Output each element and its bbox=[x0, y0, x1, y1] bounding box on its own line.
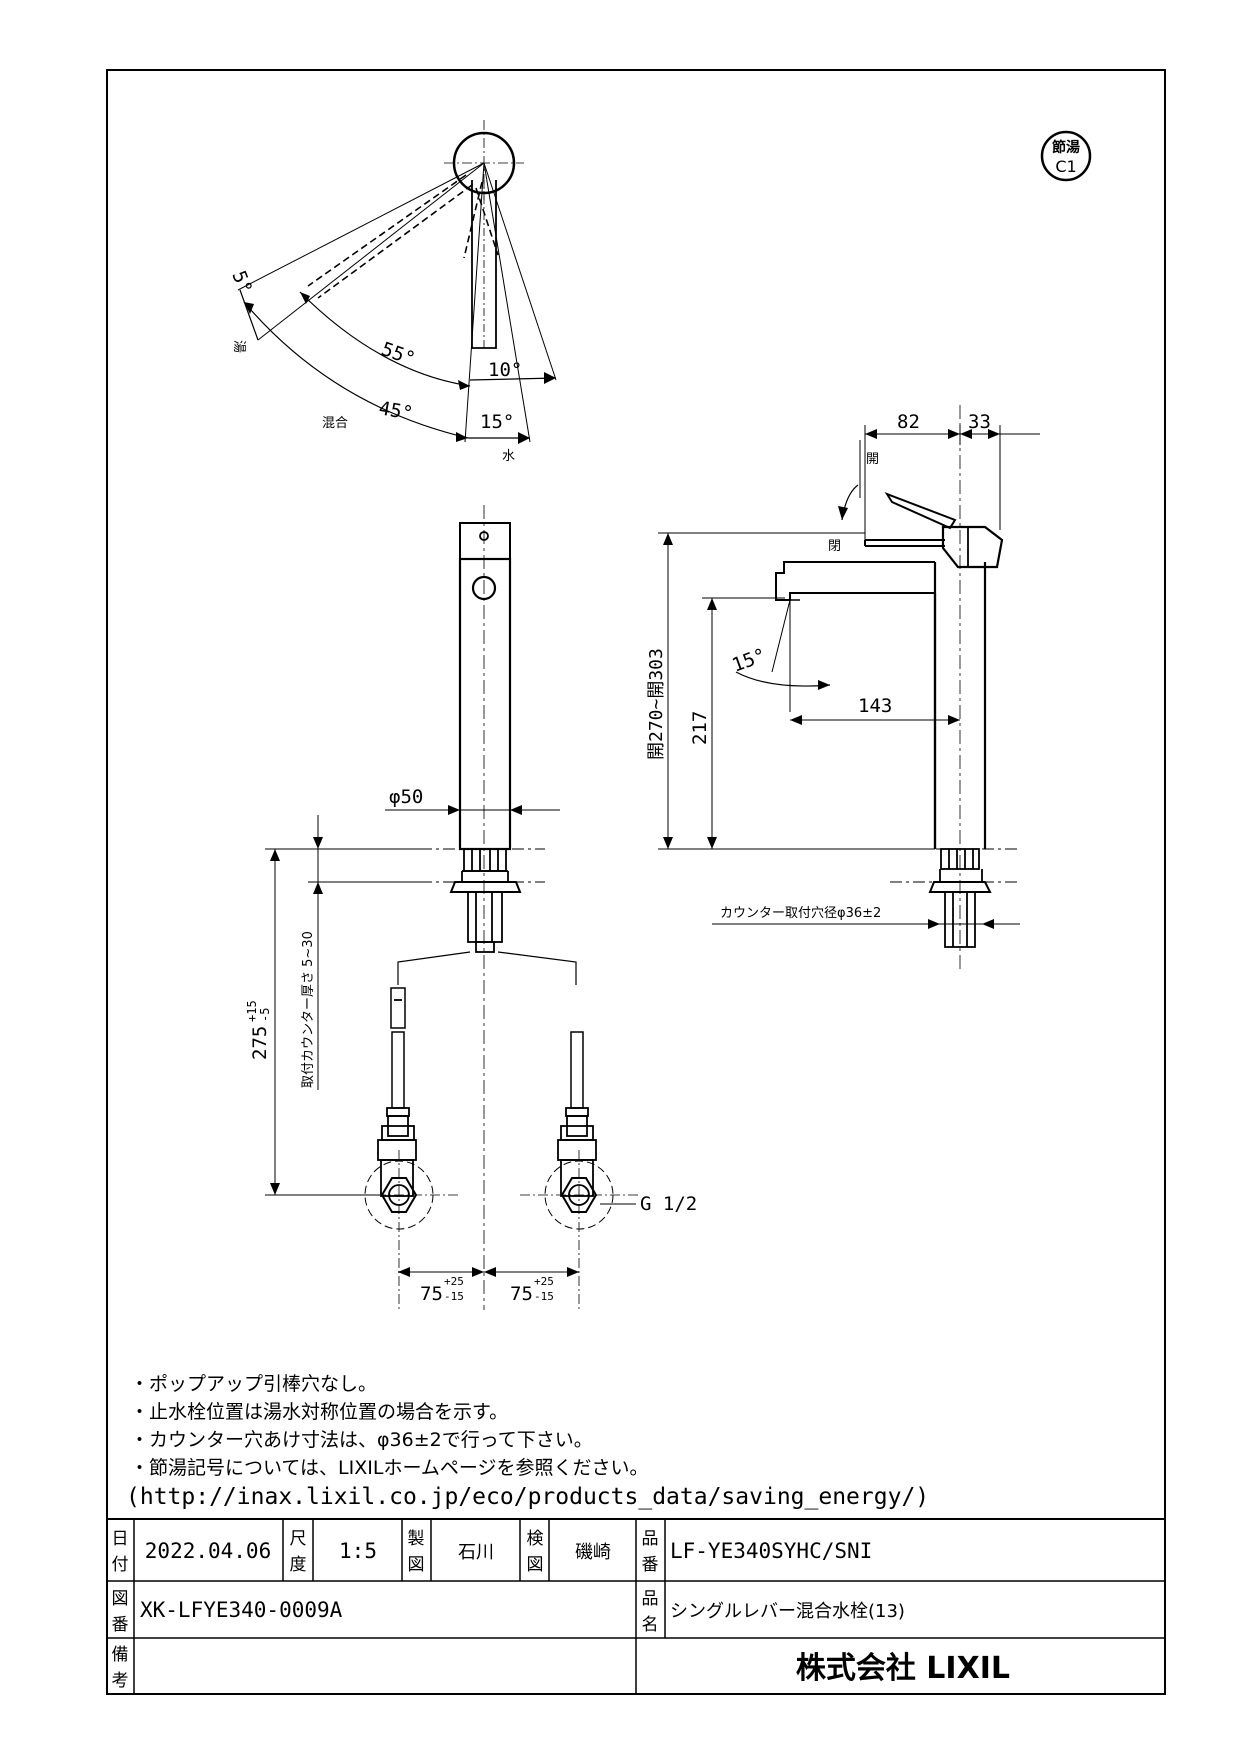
dim-75-left-tol-lower: -15 bbox=[444, 1290, 464, 1303]
remarks-label: 考 bbox=[112, 1671, 129, 1691]
top-view-labels: 5° 55° 10° 45° 15° 湯 混合 水 bbox=[227, 268, 522, 464]
note-line: ・ポップアップ引棒穴なし。 bbox=[130, 1373, 377, 1395]
date-value: 2022.04.06 bbox=[145, 1539, 271, 1563]
top-view bbox=[237, 120, 557, 444]
dim-275-group: 275 +15 -5 bbox=[245, 1000, 272, 1060]
checked-label: 図 bbox=[527, 1555, 544, 1575]
dim-75-right-tol-upper: +25 bbox=[534, 1275, 554, 1288]
front-view bbox=[265, 505, 640, 1310]
scale-label: 尺 bbox=[290, 1529, 307, 1549]
scale-value: 1:5 bbox=[339, 1539, 377, 1563]
label-mix: 混合 bbox=[322, 416, 348, 431]
angle-5-label: 5° bbox=[227, 268, 256, 297]
dim-75-right-label: 75 bbox=[510, 1283, 533, 1305]
product-no: LF-YE340SYHC/SNI bbox=[670, 1539, 872, 1563]
dim-275-tol-upper: +15 bbox=[245, 1000, 259, 1022]
angle-10-label: 10° bbox=[488, 359, 522, 381]
label-hot: 湯 bbox=[231, 340, 246, 353]
product-name-label: 名 bbox=[642, 1615, 659, 1635]
company-name: 株式会社 LIXIL bbox=[796, 1651, 1010, 1686]
date-label: 日 bbox=[112, 1529, 129, 1549]
front-view-labels: φ50 275 +15 -5 取付カウンター厚さ 5~30 G 1/2 75 +… bbox=[245, 786, 697, 1305]
scale-label: 度 bbox=[290, 1555, 307, 1575]
dim-33-label: 33 bbox=[968, 411, 991, 433]
side-view-labels: 82 33 開 閉 開270~開303 217 143 15° カウンター取付穴… bbox=[646, 411, 991, 921]
drawing-no: XK-LFYE340-0009A bbox=[140, 1598, 343, 1622]
note-line: ・止水栓位置は湯水対称位置の場合を示す。 bbox=[130, 1401, 508, 1423]
dim-275-tol-lower: -5 bbox=[258, 1008, 272, 1022]
dim-75-left-label: 75 bbox=[420, 1283, 443, 1305]
water-saving-badge: 節湯 C1 bbox=[1040, 130, 1092, 182]
angle-45-label: 45° bbox=[377, 397, 415, 425]
dim-75-right-group: 75 +25 -15 bbox=[510, 1275, 554, 1305]
angle-55-label: 55° bbox=[378, 338, 418, 370]
drawn-by: 石川 bbox=[458, 1542, 494, 1563]
notes-url: (http://inax.lixil.co.jp/eco/products_da… bbox=[126, 1484, 929, 1510]
checked-label: 検 bbox=[527, 1529, 544, 1549]
counter-hole-label: カウンター取付穴径φ36±2 bbox=[720, 906, 881, 921]
dim-143-label: 143 bbox=[858, 695, 892, 717]
dia-50-label: φ50 bbox=[389, 786, 423, 808]
dim-open-range-label: 開270~開303 bbox=[646, 648, 667, 760]
drawn-label: 製 bbox=[408, 1529, 425, 1549]
date-label: 付 bbox=[112, 1555, 129, 1575]
label-open: 開 bbox=[866, 452, 879, 467]
product-no-label: 品 bbox=[642, 1529, 659, 1549]
label-close: 閉 bbox=[828, 539, 841, 554]
product-name: シングルレバー混合水栓(13) bbox=[670, 1601, 905, 1622]
drawn-label: 図 bbox=[408, 1555, 425, 1575]
dim-75-left-group: 75 +25 -15 bbox=[420, 1275, 464, 1305]
side-angle-15-label: 15° bbox=[729, 644, 769, 676]
note-line: ・節湯記号については、LIXILホームページを参照ください。 bbox=[130, 1457, 649, 1479]
angle-15-label: 15° bbox=[480, 411, 514, 433]
counter-thickness-label: 取付カウンター厚さ 5~30 bbox=[301, 931, 316, 1088]
notes: ・ポップアップ引棒穴なし。 ・止水栓位置は湯水対称位置の場合を示す。 ・カウンタ… bbox=[126, 1373, 929, 1510]
dim-275-label: 275 bbox=[249, 1026, 271, 1060]
dim-82-label: 82 bbox=[897, 411, 920, 433]
product-no-label: 番 bbox=[642, 1555, 659, 1575]
dim-75-left-tol-upper: +25 bbox=[444, 1275, 464, 1288]
drawing-no-label: 番 bbox=[112, 1615, 129, 1635]
dim-75-right-tol-lower: -15 bbox=[534, 1290, 554, 1303]
dim-217-label: 217 bbox=[689, 711, 711, 745]
badge-bottom-text: C1 bbox=[1055, 157, 1076, 176]
title-block-text: 日 付 2022.04.06 尺 度 1:5 製 図 石川 検 図 磯崎 品 番… bbox=[112, 1529, 1011, 1691]
checked-by: 磯崎 bbox=[575, 1542, 611, 1563]
badge-top-text: 節湯 bbox=[1052, 139, 1080, 156]
label-water: 水 bbox=[502, 449, 515, 464]
note-line: ・カウンター穴あけ寸法は、φ36±2で行って下さい。 bbox=[130, 1429, 593, 1451]
title-block bbox=[107, 1518, 1165, 1694]
side-view bbox=[658, 405, 1040, 972]
product-name-label: 品 bbox=[642, 1589, 659, 1609]
thread-label: G 1/2 bbox=[640, 1193, 697, 1215]
remarks-label: 備 bbox=[112, 1645, 129, 1665]
drawing-no-label: 図 bbox=[112, 1589, 129, 1609]
